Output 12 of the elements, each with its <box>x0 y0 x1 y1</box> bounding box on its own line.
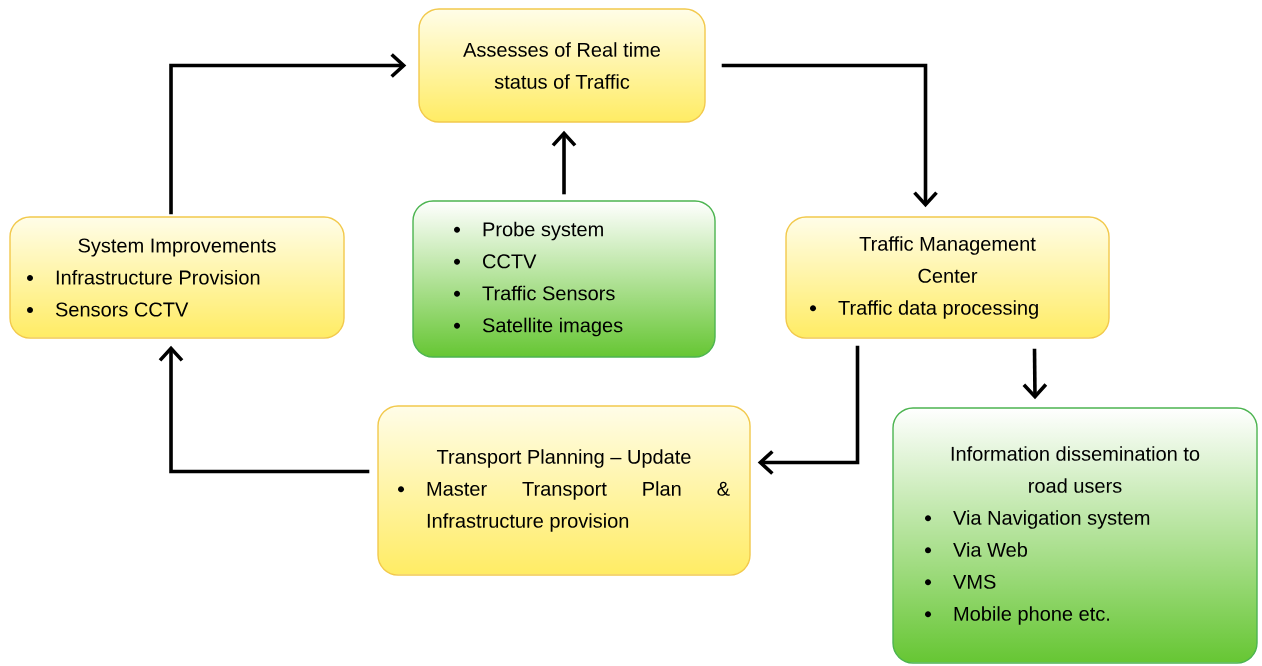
process-box: System Improvements Infrastructure Provision Sensors CCTV <box>9 216 345 339</box>
process-box: Information dissemination to road users Via Navigation system Via Web VMS Mobile phone etc. <box>892 407 1258 664</box>
arrow <box>721 63 938 208</box>
process-box: Probe system CCTV Traffic Sensors Satellite images <box>412 200 716 358</box>
arrow <box>158 345 370 474</box>
arrow <box>1022 348 1048 400</box>
process-box: Traffic Management Center Traffic data processing <box>785 216 1110 339</box>
arrow <box>551 130 577 195</box>
process-box: Assesses of Real time status of Traffic <box>418 8 706 123</box>
process-box: Transport Planning – Update Master Transport Plan & Infrastructure provision <box>377 405 751 576</box>
arrow <box>169 53 407 215</box>
arrow <box>757 345 860 475</box>
